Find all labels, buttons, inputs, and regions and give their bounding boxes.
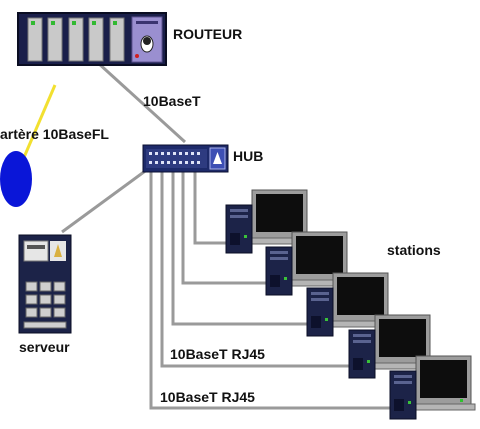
workstation-icon [411, 355, 476, 411]
tower-icon [265, 246, 293, 296]
rj45-label-upper: 10BaseT RJ45 [170, 346, 265, 362]
server-icon [18, 234, 72, 334]
server-label: serveur [19, 339, 70, 355]
link-label: 10BaseT [143, 93, 201, 109]
cable-fiber-artery [20, 84, 57, 163]
tower-icon [225, 204, 253, 254]
hub-icon [142, 144, 229, 173]
cable-router-hub [95, 60, 187, 144]
hub-label: HUB [233, 148, 264, 164]
router-label: ROUTEUR [173, 26, 243, 42]
cable-station-1 [193, 170, 228, 245]
tower-icon [389, 370, 417, 420]
tower-icon [306, 287, 334, 337]
stations-label: stations [387, 242, 441, 258]
cable-station-2 [181, 170, 268, 285]
cable-station-5 [149, 170, 392, 410]
cable-station-4 [160, 170, 351, 368]
router-icon [17, 12, 167, 66]
cables-hub-stations [149, 170, 392, 410]
cable-station-3 [171, 170, 309, 326]
rj45-label-lower: 10BaseT RJ45 [160, 389, 255, 405]
tower-icon [348, 329, 376, 379]
fiber-node-icon [0, 151, 32, 207]
fiber-link-label: artère 10BaseFL [0, 126, 109, 142]
cable-hub-server [61, 164, 153, 234]
